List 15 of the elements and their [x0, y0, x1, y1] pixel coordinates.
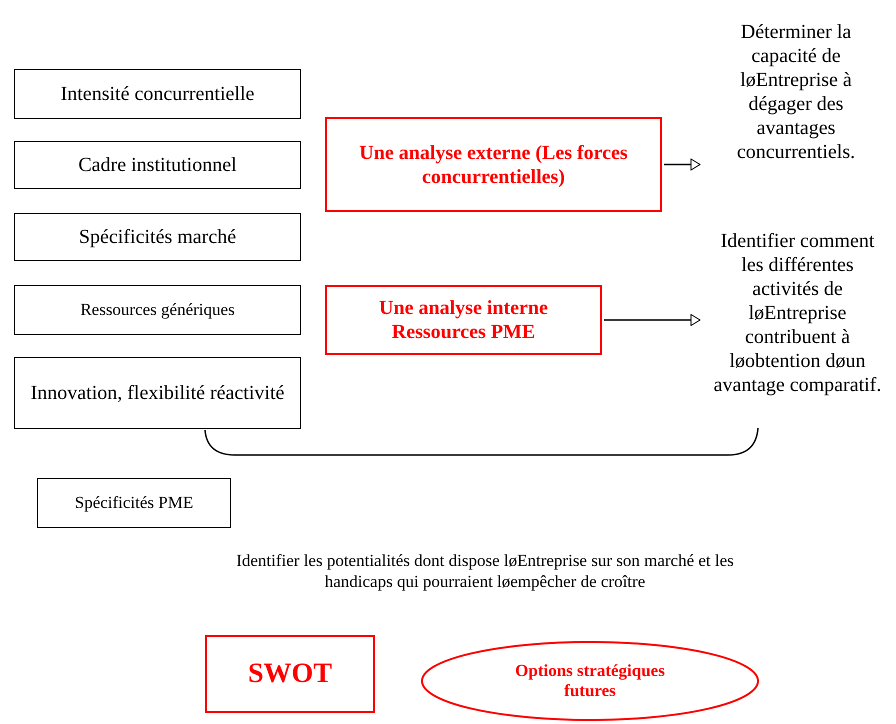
analysis-box: Une analyse interne Ressources PME	[325, 285, 602, 355]
factor-box: Innovation, flexibilité réactivité	[14, 357, 301, 429]
factor-box: Cadre institutionnel	[14, 141, 301, 189]
swot-box: SWOT	[205, 635, 375, 713]
block-arrow	[604, 314, 700, 326]
options-ellipse: Options stratégiques futures	[420, 640, 760, 722]
factor-box: Spécificités PME	[37, 478, 231, 528]
factor-box: Intensité concurrentielle	[14, 69, 301, 119]
analysis-box: Une analyse externe (Les forces concurrentielles)	[325, 117, 662, 212]
factor-box: Ressources génériques	[14, 285, 301, 335]
note-text: Identifier les potentialités dont dispose løEntreprise sur son marché et les handicaps qui pourraient løempêcher de croître	[235, 550, 735, 592]
description-text: Identifier comment les différentes activités de løEntreprise contribuent à løobtention døun avantage comparatif.	[700, 200, 895, 426]
description-text: Déterminer la capacité de løEntreprise à dégager des avantages concurrentiels.	[700, 8, 892, 176]
block-arrow	[664, 158, 700, 170]
factor-box: Spécificités marché	[14, 213, 301, 261]
